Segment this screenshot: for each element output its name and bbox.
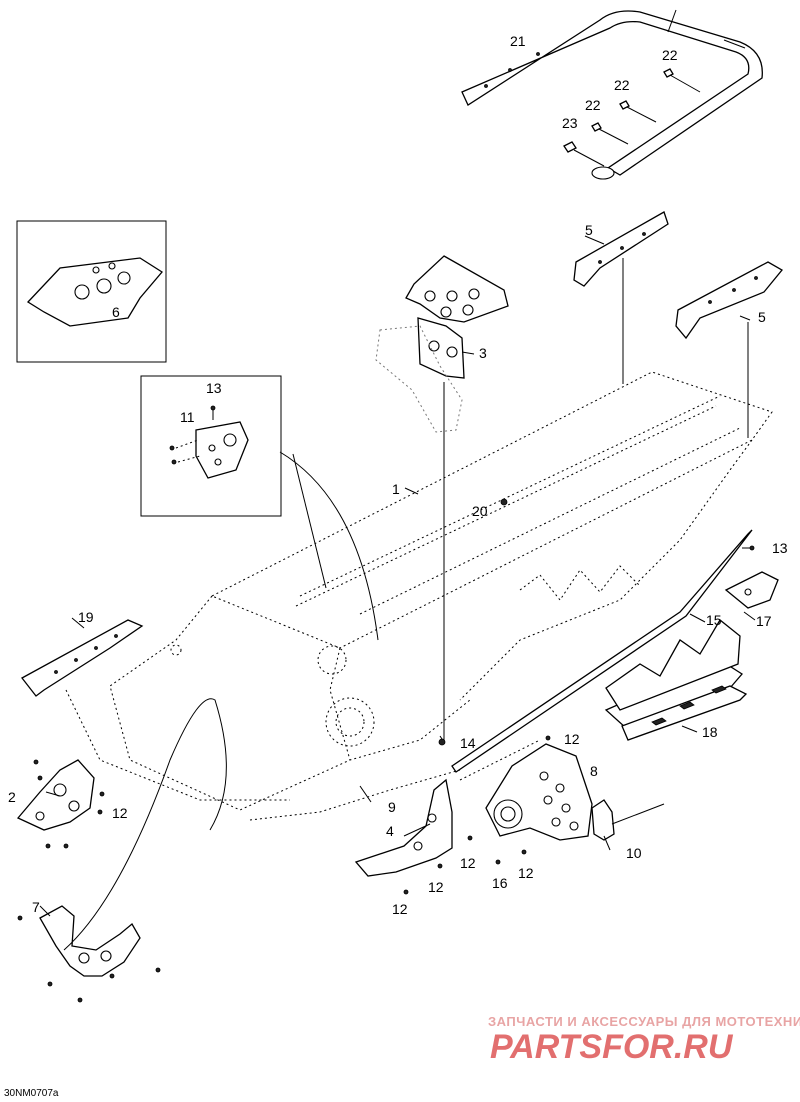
part-2-bracket bbox=[16, 759, 105, 849]
part-8-plate bbox=[485, 743, 593, 841]
fasteners bbox=[403, 498, 755, 895]
callout-22-b: 22 bbox=[614, 77, 630, 93]
callout-21: 21 bbox=[510, 33, 526, 49]
watermark: ЗАПЧАСТИ И АКСЕССУАРЫ ДЛЯ МОТОТЕХНИКИ PA… bbox=[488, 1014, 800, 1066]
part-15-skid bbox=[605, 619, 741, 711]
callout-9: 9 bbox=[388, 799, 396, 815]
part-3-bracket bbox=[375, 255, 509, 433]
callout-13-b: 13 bbox=[772, 540, 788, 556]
callout-5-a: 5 bbox=[585, 222, 593, 238]
callout-11: 11 bbox=[180, 409, 195, 425]
callout-20: 20 bbox=[472, 503, 488, 519]
callout-12-b: 12 bbox=[112, 805, 128, 821]
callout-7: 7 bbox=[32, 899, 40, 915]
watermark-logo: PARTSFOR.RU bbox=[490, 1028, 734, 1066]
callout-10: 10 bbox=[626, 845, 642, 861]
callout-3: 3 bbox=[479, 345, 487, 361]
callout-13-a: 13 bbox=[206, 380, 222, 396]
callout-5-b: 5 bbox=[758, 309, 766, 325]
callout-15: 15 bbox=[706, 612, 722, 628]
drawing-code: 30NM0707a bbox=[4, 1088, 59, 1099]
inset-parts-11-13 bbox=[140, 375, 282, 517]
callout-16: 16 bbox=[492, 875, 508, 891]
watermark-tagline: ЗАПЧАСТИ И АКСЕССУАРЫ ДЛЯ МОТОТЕХНИКИ bbox=[488, 1014, 800, 1029]
callout-23: 23 bbox=[562, 115, 578, 131]
leader-lines bbox=[39, 235, 756, 917]
part-21-grab-bar bbox=[461, 9, 763, 180]
callout-12-f: 12 bbox=[392, 901, 408, 917]
callout-12-c: 12 bbox=[460, 855, 476, 871]
callout-8: 8 bbox=[590, 763, 598, 779]
callout-12-d: 12 bbox=[518, 865, 534, 881]
callout-1: 1 bbox=[392, 481, 400, 497]
callout-6: 6 bbox=[112, 304, 120, 320]
callout-22-a: 22 bbox=[662, 47, 678, 63]
part-7-bracket bbox=[17, 905, 161, 1003]
part-15-rail bbox=[451, 529, 753, 773]
cable bbox=[63, 698, 227, 951]
callout-22-c: 22 bbox=[585, 97, 601, 113]
callout-2: 2 bbox=[8, 789, 16, 805]
callout-12-e: 12 bbox=[428, 879, 444, 895]
part-18-plates bbox=[604, 659, 748, 741]
inset-part-6 bbox=[16, 220, 167, 363]
callout-12-a: 12 bbox=[564, 731, 580, 747]
part-10-bracket bbox=[591, 799, 665, 841]
callout-17: 17 bbox=[756, 613, 772, 629]
callout-18: 18 bbox=[702, 724, 718, 740]
part-1-tunnel bbox=[65, 371, 773, 821]
part-19-bracket bbox=[21, 619, 144, 697]
part-4-bracket bbox=[354, 778, 453, 877]
part-5-brackets bbox=[573, 211, 783, 438]
part-17-bracket bbox=[724, 571, 779, 609]
bolts-22-23 bbox=[563, 68, 701, 167]
callout-labels: 21 22 22 22 23 5 5 6 3 13 11 1 20 13 19 … bbox=[8, 33, 788, 917]
callout-19: 19 bbox=[78, 609, 94, 625]
callout-4: 4 bbox=[386, 823, 394, 839]
callout-14: 14 bbox=[460, 735, 476, 751]
